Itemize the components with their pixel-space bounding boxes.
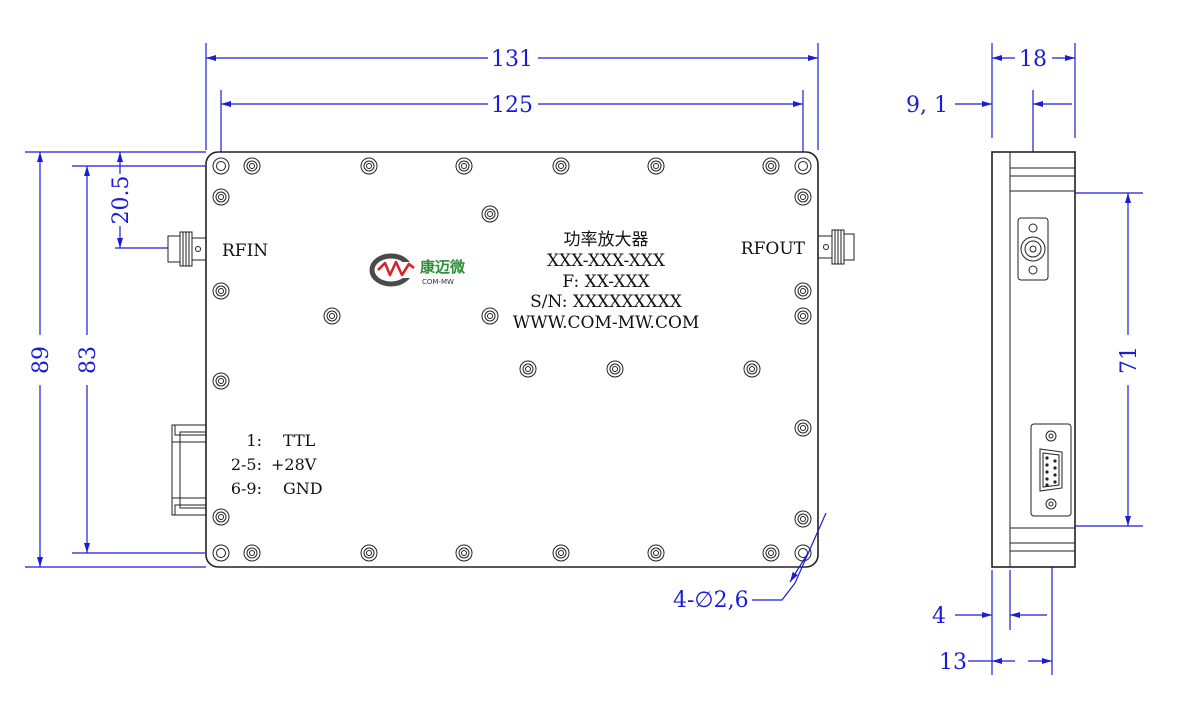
screw-icon (762, 544, 780, 562)
screw-icon (360, 544, 378, 562)
screw-icon (323, 307, 341, 325)
screw-icon (794, 510, 812, 528)
screw-icon (794, 419, 812, 437)
db9-pin (1053, 473, 1057, 477)
company-logo: 康迈微 COM-MW (369, 253, 466, 287)
base-thickness-value: 4 (932, 604, 946, 629)
side-rf-connector (1017, 217, 1049, 281)
db9-pin (1045, 477, 1049, 481)
hole-spacing-width-value: 125 (491, 93, 533, 118)
dim-thickness: 18 (992, 47, 1075, 72)
screw-icon (212, 508, 230, 526)
logo-text: 康迈微 (420, 258, 466, 276)
db9-pin (1045, 470, 1049, 474)
dc-connector (171, 424, 207, 516)
dim-overall-height: 89 (29, 152, 54, 567)
screw-icon (552, 544, 570, 562)
side-housing (991, 151, 1076, 568)
mount-holes (212, 157, 812, 562)
screw-icon (481, 307, 499, 325)
db9-pin (1045, 463, 1049, 467)
dim-mount-holes: 4-∅2,6 (673, 512, 827, 613)
thickness-value: 18 (1019, 47, 1047, 72)
dim-connector-spacing: 71 (1117, 193, 1142, 526)
pin-row-3-pins: 6-9: (231, 479, 262, 498)
rf-in-label: RFIN (222, 241, 268, 261)
screw-icon (212, 188, 230, 206)
connector-offset-value: 9, 1 (906, 93, 948, 118)
screw-icon (212, 282, 230, 300)
rf-out-label: RFOUT (741, 239, 806, 259)
rf-in-connector: RFIN (167, 231, 268, 267)
screw-icon (794, 282, 812, 300)
screw-icon (455, 157, 473, 175)
screw-icon (552, 157, 570, 175)
dim-base-thickness: 4 (932, 604, 1047, 629)
pin-row-2-pins: 2-5: (231, 455, 262, 474)
pin-row-1-pins: 1: (246, 431, 262, 450)
pinout-table: 1: TTL 2-5: +28V 6-9: GND (231, 431, 323, 498)
hole-spacing-height-value: 83 (76, 346, 101, 374)
screw-icon (606, 360, 624, 378)
rf-out-connector: RFOUT (741, 229, 855, 265)
lid-screws (212, 157, 812, 562)
dim-hole-spacing-height: 83 (76, 166, 101, 553)
pin-row-1-signal: TTL (283, 431, 316, 450)
product-name: 功率放大器 (564, 230, 649, 250)
dim-connector-offset: 9, 1 (906, 93, 1072, 118)
screw-icon (794, 188, 812, 206)
screw-icon (794, 307, 812, 325)
dim-hole-spacing-width: 125 (221, 93, 803, 118)
screw-icon (481, 205, 499, 223)
screw-icon (360, 157, 378, 175)
screw-icon (762, 157, 780, 175)
db9-pin (1045, 456, 1049, 460)
serial-number: S/N: XXXXXXXXX (530, 292, 683, 312)
connector-spacing-value: 71 (1117, 346, 1142, 374)
logo-subtext: COM-MW (422, 278, 454, 286)
website: WWW.COM-MW.COM (513, 313, 700, 333)
screw-icon (212, 372, 230, 390)
overall-height-value: 89 (29, 346, 54, 374)
connector-depth-value: 13 (939, 650, 967, 675)
screw-icon (455, 544, 473, 562)
screw-icon (519, 360, 537, 378)
pin-row-3-signal: GND (283, 479, 323, 498)
dim-overall-width: 131 (206, 47, 818, 72)
db9-pin (1053, 466, 1057, 470)
screw-icon (243, 157, 261, 175)
front-view: 131 125 89 83 20.5 (25, 43, 855, 613)
db9-pin (1053, 459, 1057, 463)
overall-width-value: 131 (491, 47, 533, 72)
model-number: XXX-XXX-XXX (547, 251, 666, 271)
screw-icon (743, 360, 761, 378)
db9-pin (1045, 483, 1049, 487)
label-plate: 功率放大器 XXX-XXX-XXX F: XX-XXX S/N: XXXXXXX… (513, 230, 700, 333)
screw-icon (647, 157, 665, 175)
rf-in-offset-value: 20.5 (109, 176, 134, 225)
pin-row-2-signal: +28V (271, 455, 317, 474)
mount-holes-value: 4-∅2,6 (673, 588, 749, 613)
screw-icon (647, 544, 665, 562)
amplifier-housing (205, 151, 819, 568)
screw-icon (243, 544, 261, 562)
dim-connector-depth: 13 (939, 650, 1052, 675)
db9-pin (1053, 480, 1057, 484)
side-db9-connector (1030, 423, 1072, 517)
frequency-range: F: XX-XXX (562, 272, 650, 292)
dim-rf-in-offset: 20.5 (109, 152, 134, 248)
side-view: 18 9, 1 71 4 13 (906, 43, 1143, 675)
